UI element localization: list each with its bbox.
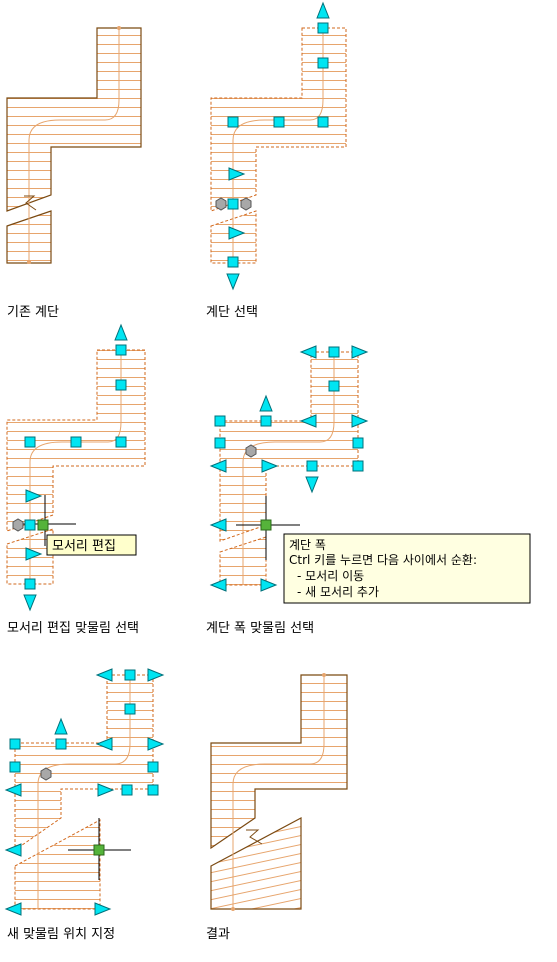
caption-new-grip: 새 맞물림 위치 지정 (7, 927, 115, 942)
grip-square[interactable] (227, 116, 239, 128)
panel-new-grip: 새 맞물림 위치 지정 (5, 668, 164, 942)
caption-selected: 계단 선택 (206, 305, 258, 320)
grip-arrow-down[interactable] (23, 594, 37, 611)
grip-square[interactable] (328, 380, 340, 392)
stair-new-grip (14, 674, 154, 910)
grip-arrow-left[interactable] (5, 843, 22, 857)
grip-arrow-right[interactable] (351, 414, 368, 428)
svg-text:모서리 편집: 모서리 편집 (52, 539, 116, 554)
grip-square[interactable] (115, 379, 127, 391)
grip-square[interactable] (273, 116, 285, 128)
caption-result: 결과 (206, 927, 230, 942)
grip-square[interactable] (306, 460, 318, 472)
grip-arrow-right[interactable] (94, 902, 111, 916)
grip-hex[interactable] (215, 197, 227, 211)
grip-arrow-right[interactable] (260, 578, 277, 592)
corner-edit-tag: 모서리 편집 (46, 534, 137, 556)
grip-arrow-up[interactable] (54, 718, 68, 735)
stair-existing (6, 26, 142, 264)
grip-square[interactable] (147, 784, 159, 796)
grip-square[interactable] (352, 437, 364, 449)
grip-hex[interactable] (12, 518, 24, 532)
panel-selected: 계단 선택 (206, 2, 347, 320)
grip-square[interactable] (24, 578, 36, 590)
tooltip-line2: - 모서리 이동 (297, 569, 364, 583)
grip-square[interactable] (124, 703, 136, 715)
grip-square[interactable] (328, 346, 340, 358)
grip-square[interactable] (121, 784, 133, 796)
grip-arrow-left[interactable] (96, 668, 113, 682)
width-grip-selected[interactable] (260, 519, 272, 531)
grip-arrow-left[interactable] (5, 902, 22, 916)
tooltip-line1: Ctrl 키를 누르면 다음 사이에서 순환: (289, 553, 477, 567)
caption-corner-select: 모서리 편집 맞물림 선택 (7, 621, 139, 636)
new-grip-location[interactable] (93, 844, 105, 856)
grip-square[interactable] (227, 256, 239, 268)
grip-arrow-left[interactable] (5, 783, 22, 797)
corner-grip-selected[interactable] (37, 519, 49, 531)
panel-existing: 기존 계단 (6, 26, 142, 320)
caption-existing: 기존 계단 (7, 305, 59, 320)
panel-result: 결과 (206, 673, 348, 942)
grip-square[interactable] (9, 738, 21, 750)
grip-arrow-right[interactable] (147, 737, 164, 751)
stair-result (210, 673, 348, 911)
grip-square[interactable] (24, 519, 36, 531)
grip-square[interactable] (70, 436, 82, 448)
grip-arrow-up[interactable] (259, 395, 273, 412)
grip-arrow-up[interactable] (114, 324, 128, 341)
tooltip-title: 계단 폭 (289, 538, 326, 552)
caption-width-select: 계단 폭 맞물림 선택 (206, 621, 314, 636)
grip-square[interactable] (352, 460, 364, 472)
grip-arrow-left[interactable] (210, 578, 227, 592)
grip-hex[interactable] (40, 767, 52, 781)
grip-square[interactable] (260, 415, 272, 427)
width-tooltip: 계단 폭 Ctrl 키를 누르면 다음 사이에서 순환: - 모서리 이동 - … (283, 533, 531, 604)
grip-arrow-left[interactable] (210, 459, 227, 473)
grip-arrow-right[interactable] (147, 668, 164, 682)
grip-square[interactable] (9, 761, 21, 773)
grip-square[interactable] (317, 22, 329, 34)
grip-square[interactable] (317, 57, 329, 69)
panel-corner-select: 모서리 편집 모서리 편집 맞물림 선택 (6, 324, 146, 636)
grip-square[interactable] (24, 436, 36, 448)
grip-square[interactable] (115, 436, 127, 448)
grip-square[interactable] (115, 344, 127, 356)
grip-square[interactable] (317, 116, 329, 128)
grip-arrow-up[interactable] (316, 2, 330, 19)
grip-square[interactable] (214, 415, 226, 427)
grip-arrow-left[interactable] (210, 518, 227, 532)
grip-square[interactable] (214, 437, 226, 449)
grip-arrow-right[interactable] (351, 345, 368, 359)
grip-hex[interactable] (240, 197, 252, 211)
grip-square[interactable] (55, 738, 67, 750)
panel-width-select: 계단 폭 Ctrl 키를 누르면 다음 사이에서 순환: - 모서리 이동 - … (206, 345, 531, 636)
grip-square[interactable] (147, 761, 159, 773)
grip-arrow-down[interactable] (305, 476, 319, 493)
grip-arrow-down[interactable] (226, 273, 240, 290)
grip-hex[interactable] (245, 444, 257, 458)
grip-arrow-left[interactable] (300, 345, 317, 359)
grip-square[interactable] (124, 669, 136, 681)
tooltip-line3: - 새 모서리 추가 (297, 585, 379, 599)
grip-square[interactable] (227, 198, 239, 210)
